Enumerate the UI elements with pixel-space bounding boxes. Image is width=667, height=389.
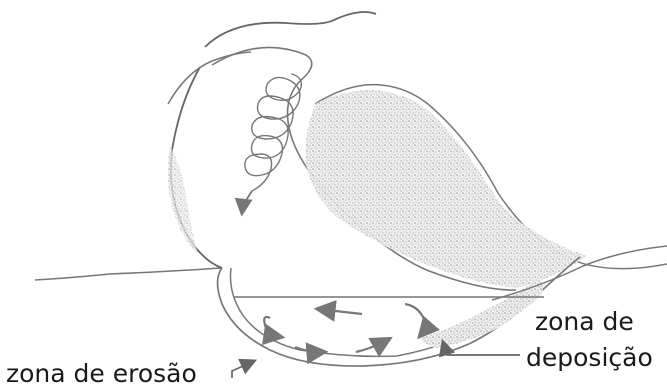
erosion-zone-label: zona de erosão: [6, 361, 197, 386]
deposition-zone-label-line1: zona de: [535, 309, 634, 334]
circulation-arrow-left: [264, 317, 281, 337]
circulation-arrow-top-middle: [318, 309, 362, 314]
spiral-arrow-tail: [242, 191, 252, 213]
crest-lower-edge: [168, 52, 251, 104]
circulation-arrow-top-right: [405, 304, 425, 336]
outer-wave-crest: [205, 12, 376, 47]
erosion-pointer: [232, 361, 254, 378]
left-body-shadow: [168, 146, 198, 254]
circulation-arrow-bottom-right: [356, 339, 389, 352]
left-bank-line: [35, 268, 222, 280]
deposition-zone-label-line2: deposição: [526, 345, 653, 370]
circulation-arrow-bottom-left: [295, 347, 324, 352]
wave-shading: [305, 90, 587, 288]
